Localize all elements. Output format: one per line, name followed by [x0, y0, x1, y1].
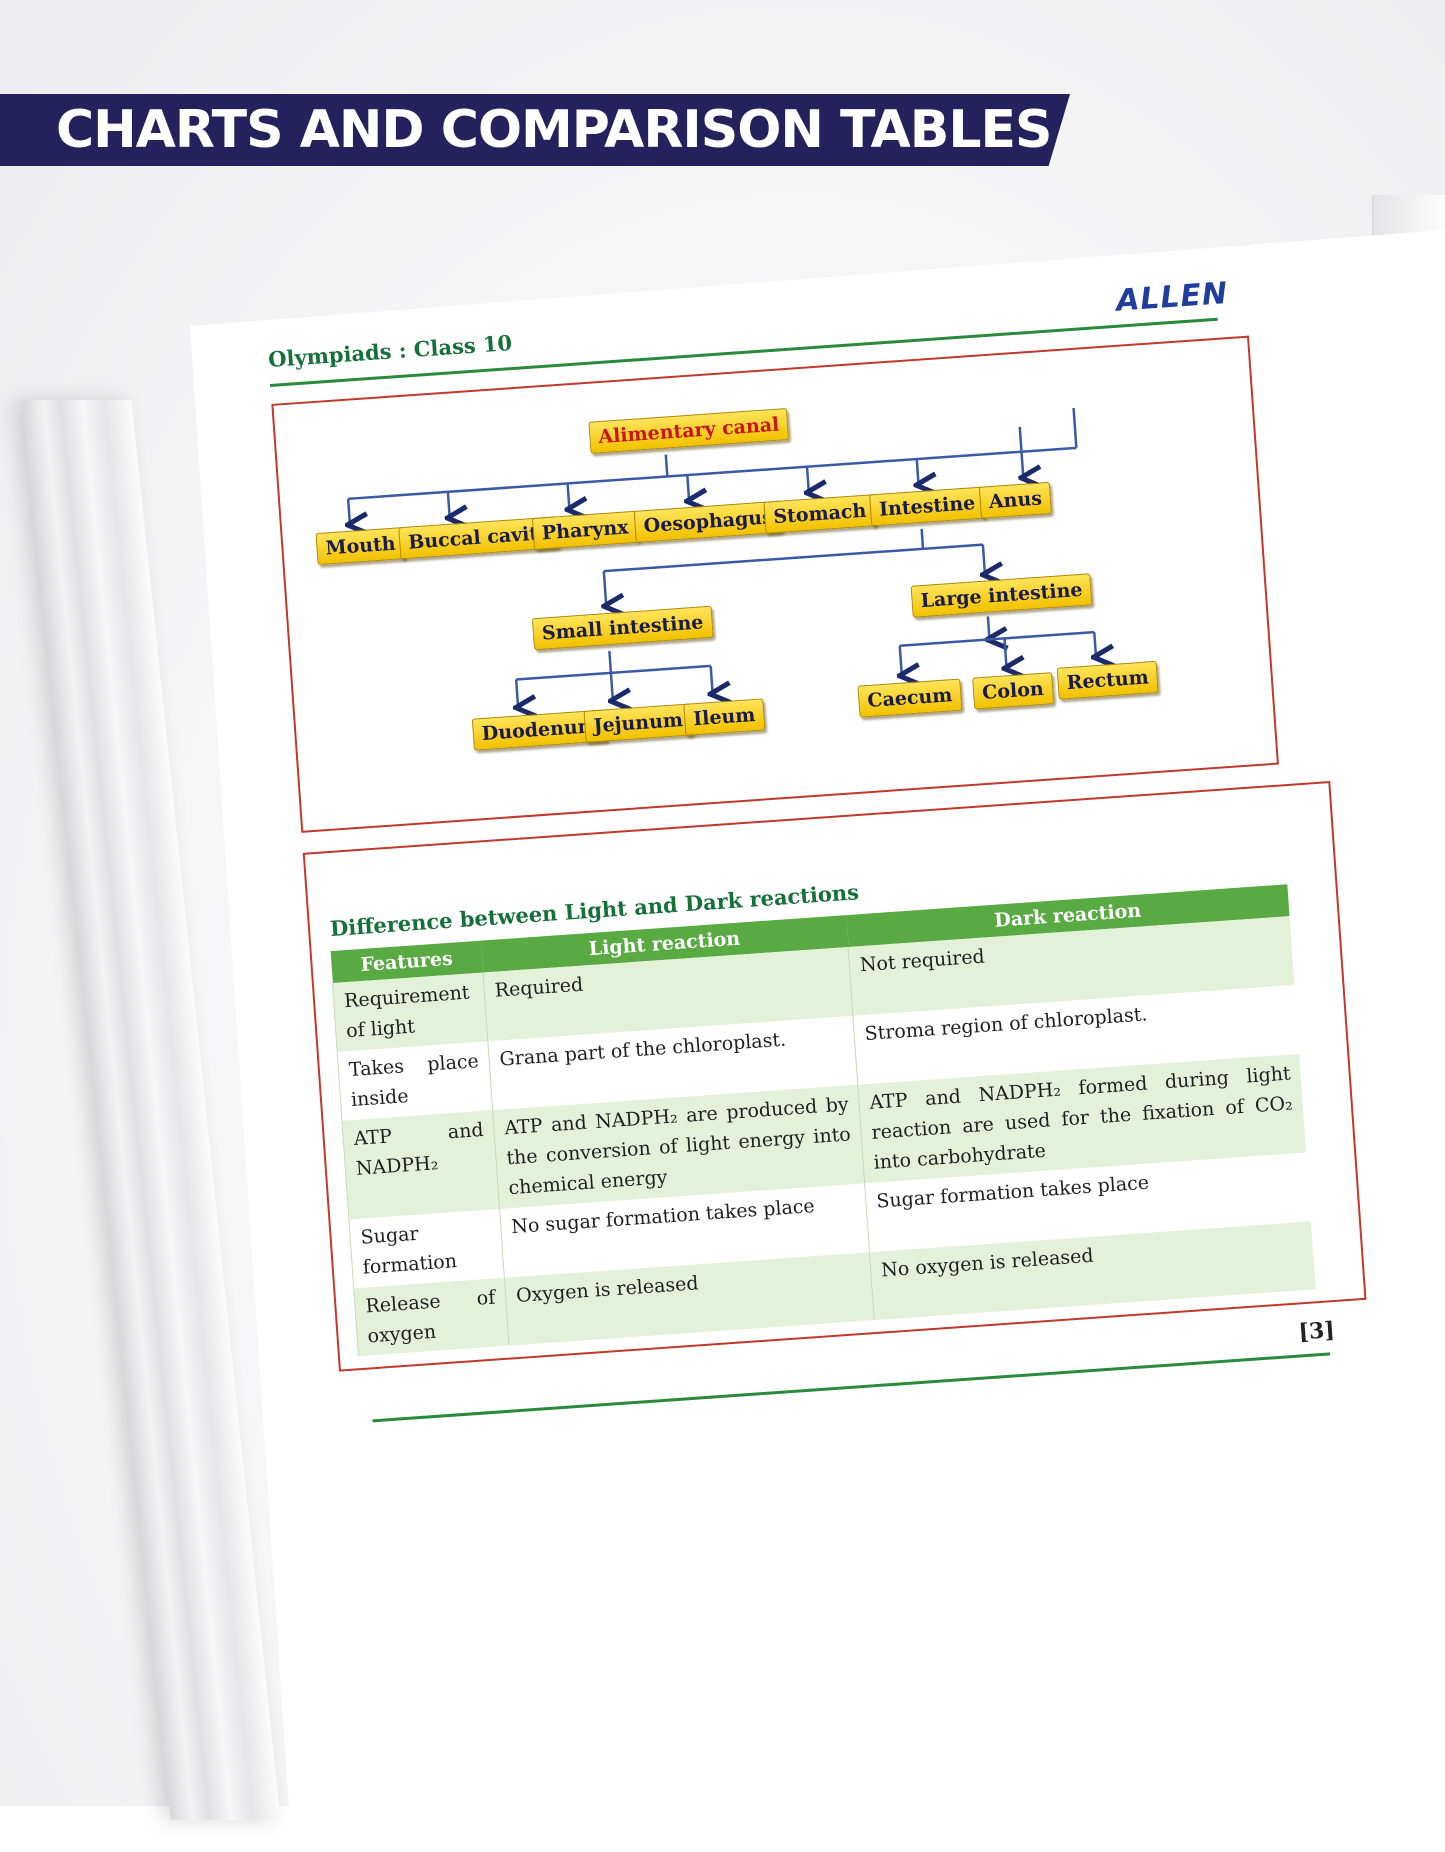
- title-banner: [0, 94, 1070, 166]
- node-anus: Anus: [978, 481, 1052, 519]
- banner-title: CHARTS AND COMPARISON TABLES: [56, 100, 1052, 160]
- footer-rule: [372, 1352, 1331, 1423]
- flowchart-connectors: [271, 407, 1279, 833]
- page-number: [3]: [1297, 1317, 1336, 1346]
- alimentary-canal-flowchart: Alimentary canal Mouth Buccal cavity Pha…: [271, 336, 1279, 833]
- table-cell: Sugar formation: [348, 1208, 505, 1288]
- table-cell: Takes place inside: [337, 1041, 493, 1121]
- node-mouth: Mouth: [315, 527, 406, 566]
- node-colon: Colon: [972, 672, 1054, 710]
- publisher-logo: ALLEN: [1115, 275, 1230, 319]
- page-header: Olympiads : Class 10: [267, 330, 513, 373]
- node-ileum: Ileum: [683, 698, 766, 736]
- table-cell: Requirement of light: [332, 972, 488, 1052]
- table-cell: Release of oxygen: [353, 1277, 510, 1357]
- table-cell: ATP and NADPH₂: [341, 1109, 500, 1220]
- light-dark-reaction-table: Features Light reaction Dark reaction Re…: [330, 884, 1316, 1357]
